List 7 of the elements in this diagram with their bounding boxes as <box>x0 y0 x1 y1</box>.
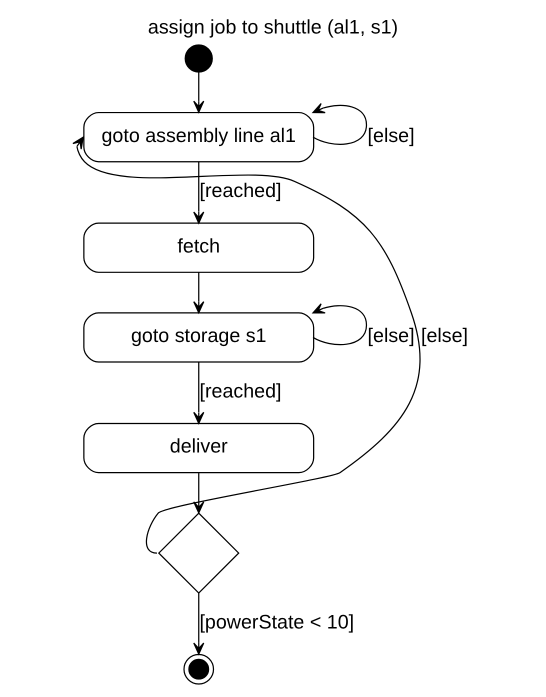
edge-label: [else] <box>368 124 415 147</box>
edge-label: [powerState < 10] <box>199 611 354 634</box>
edge-label: [else] <box>421 325 468 348</box>
edge-label: [reached] <box>200 380 282 402</box>
edge-label: [else] <box>368 325 415 348</box>
diagram-title: assign job to shuttle (al1, s1) <box>148 16 398 39</box>
edge-label: [reached] <box>200 180 282 202</box>
